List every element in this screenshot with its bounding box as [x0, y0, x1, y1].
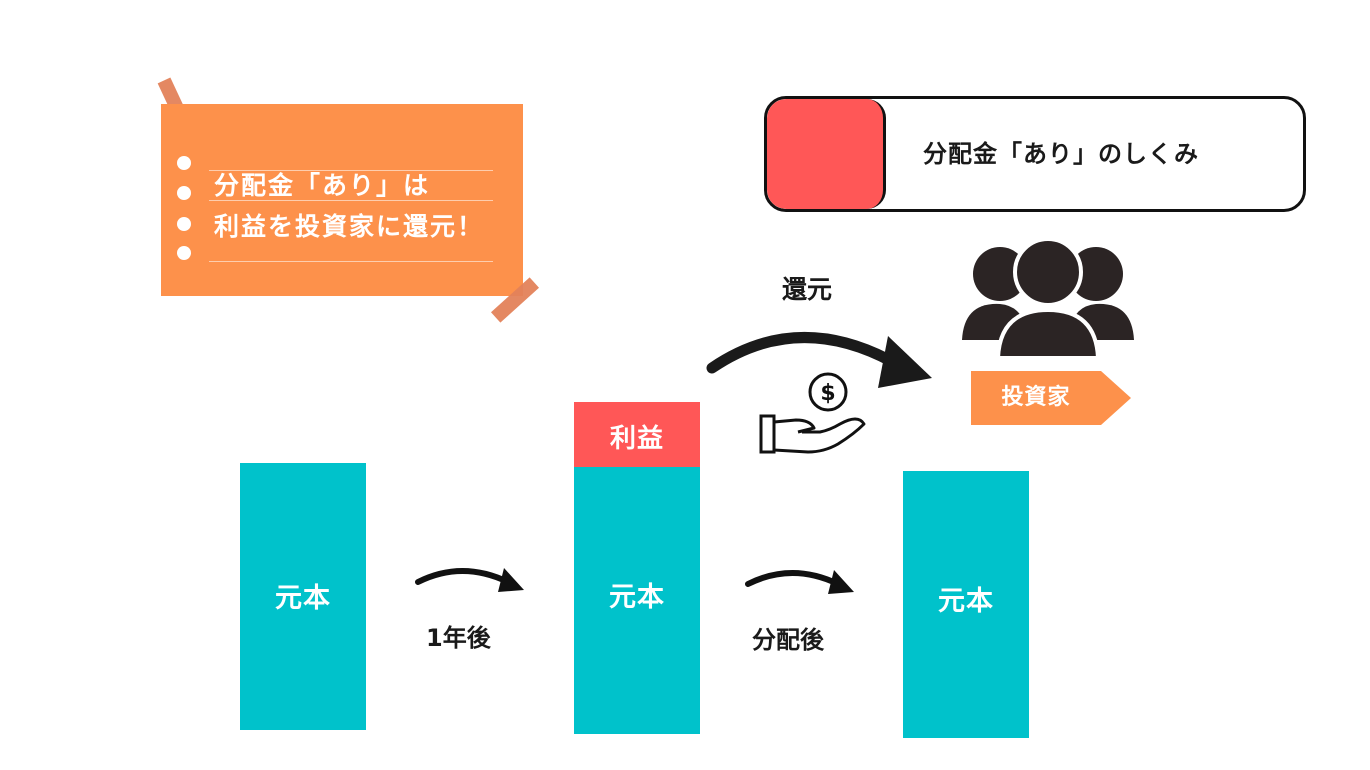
principal-bar-after-distribution: 元本: [903, 471, 1029, 738]
note-card: 分配金「あり」は 利益を投資家に還元！: [161, 104, 523, 296]
return-arrow-icon: [706, 332, 932, 388]
bullet-1: [177, 156, 191, 170]
bullet-3: [177, 217, 191, 231]
principal-bar-start: 元本: [240, 463, 366, 730]
principal-label-3: 元本: [938, 586, 994, 617]
note-line-1: 分配金「あり」は: [214, 171, 431, 200]
note-line-2: 利益を投資家に還元！: [214, 212, 485, 241]
step-arrow-2-icon: [745, 570, 854, 594]
step-2-label: 分配後: [752, 626, 824, 654]
principal-label-2: 元本: [609, 582, 665, 613]
bullet-2: [177, 186, 191, 200]
note-rule-1: [209, 170, 493, 171]
dollar-hand-icon: $: [759, 372, 866, 454]
note-rule-2: [209, 200, 493, 201]
investor-tag: 投資家: [971, 371, 1131, 425]
note-rule-3: [209, 261, 493, 262]
people-icon: [962, 240, 1134, 360]
principal-label-1: 元本: [275, 583, 331, 614]
step-1-label: 1年後: [426, 624, 491, 652]
principal-bar-after-year: 元本: [574, 467, 700, 734]
return-label: 還元: [782, 275, 833, 304]
page-title: 分配金「あり」のしくみ: [923, 140, 1199, 168]
title-box: 分配金「あり」のしくみ: [764, 96, 1306, 212]
svg-text:$: $: [820, 381, 835, 406]
profit-block: 利益: [574, 402, 700, 467]
investor-label: 投資家: [1001, 385, 1071, 410]
step-arrow-1-icon: [415, 568, 524, 592]
bullet-4: [177, 246, 191, 260]
profit-label: 利益: [609, 424, 664, 454]
title-swatch: [767, 99, 886, 209]
